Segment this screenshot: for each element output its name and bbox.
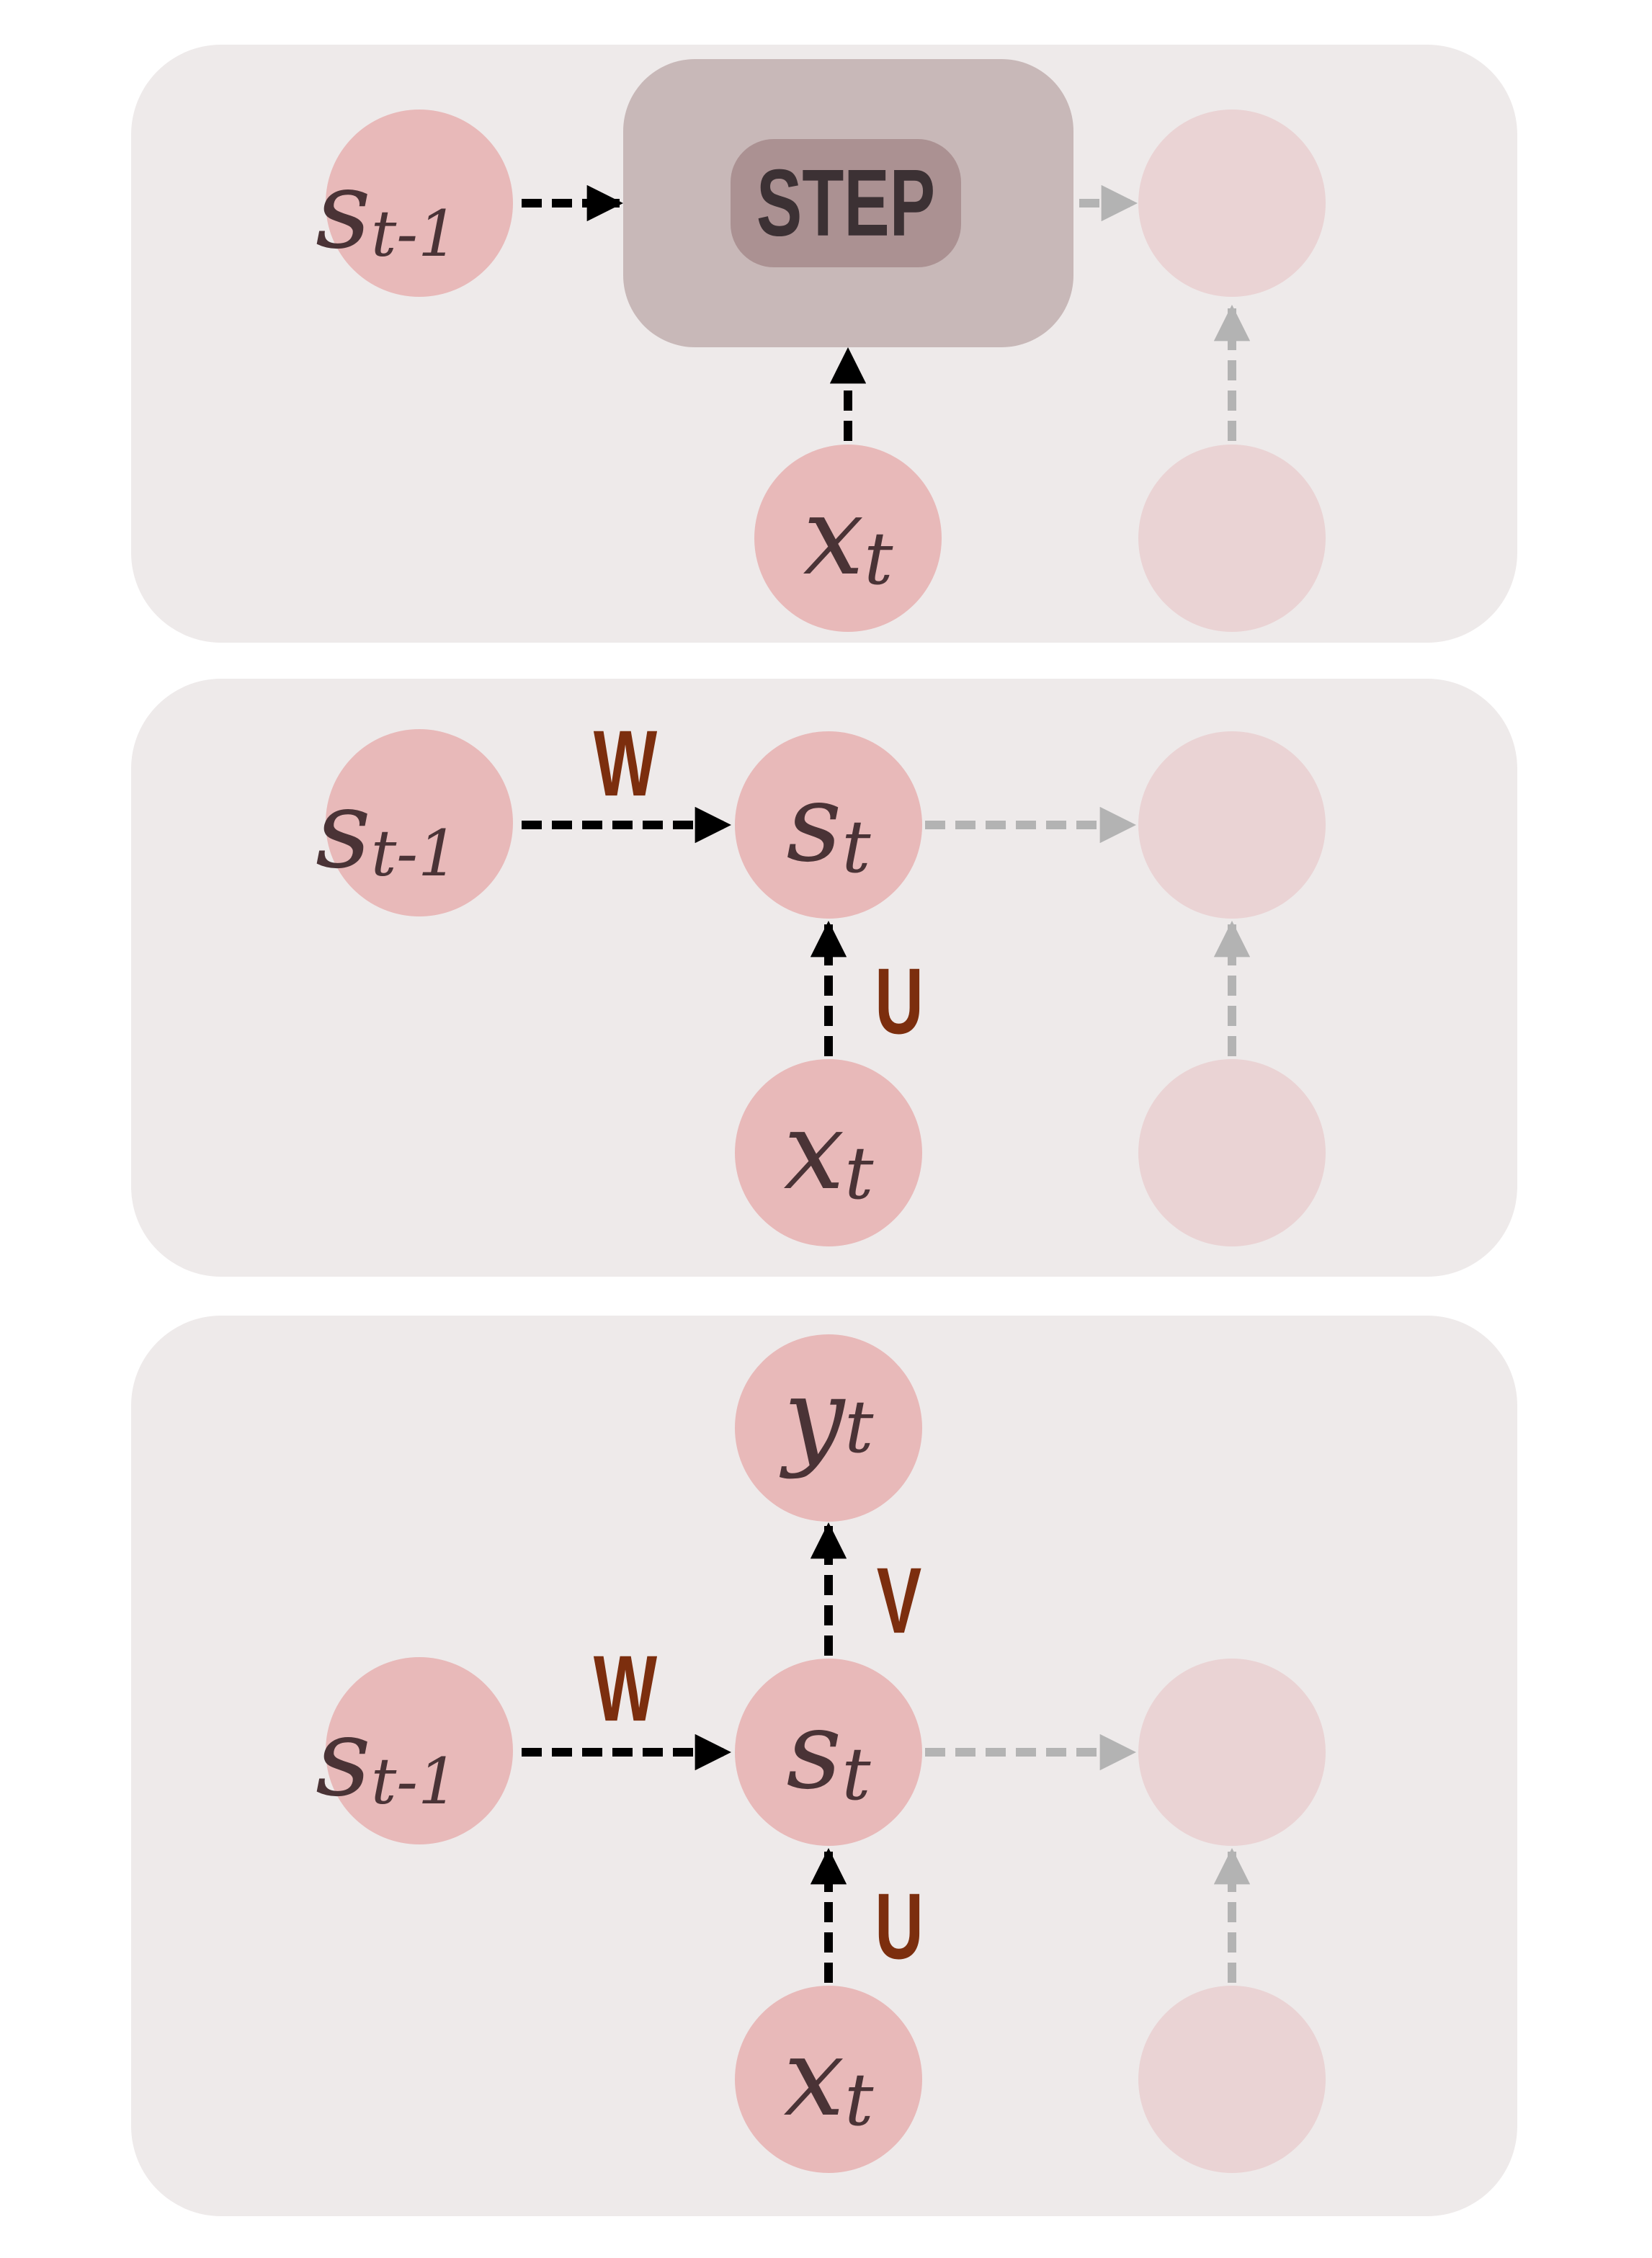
next-state-node-faded [1138, 1659, 1326, 1846]
output-sub: t [844, 1385, 874, 1469]
prev-state-sub: t-1 [371, 197, 458, 271]
prev-state-base: s [316, 767, 371, 893]
input-base: x [784, 1089, 845, 1214]
weight-label-u: U [875, 949, 924, 1054]
next-input-node-faded [1138, 445, 1326, 632]
output-node: yt [735, 1334, 922, 1522]
prev-state-sub: t-1 [371, 1744, 458, 1819]
prev-state-node: st-1 [316, 1657, 513, 1844]
state-sub: t [841, 805, 871, 889]
svg-text:st-1: st-1 [316, 148, 458, 273]
svg-text:st: st [786, 761, 871, 889]
svg-text:xt: xt [784, 2015, 875, 2142]
next-input-node-faded [1138, 1059, 1326, 1246]
prev-state-sub: t-1 [371, 816, 458, 891]
next-state-node-faded [1138, 731, 1326, 919]
prev-state-node: st-1 [316, 110, 513, 297]
panel-full-rnn-cell: yt st-1 st xt V W [131, 1316, 1517, 2216]
next-state-node-faded [1138, 110, 1326, 297]
panel-step-abstraction: STEP st-1 xt [131, 45, 1517, 643]
state-base: s [786, 1688, 841, 1813]
state-node: st [735, 1659, 922, 1846]
step-label: STEP [756, 151, 935, 256]
input-node: xt [735, 1986, 922, 2173]
svg-text:xt: xt [784, 1089, 875, 1215]
svg-text:st-1: st-1 [316, 767, 458, 893]
input-sub: t [844, 1131, 874, 1215]
weight-label-v: V [877, 1548, 921, 1654]
input-base: x [784, 2015, 845, 2141]
state-node: st [735, 731, 922, 919]
next-input-node-faded [1138, 1986, 1326, 2173]
weight-label-u: U [875, 1874, 924, 1979]
input-sub: t [844, 2058, 874, 2142]
panel-state-update: st-1 st xt W U [131, 679, 1517, 1277]
svg-text:yt: yt [780, 1355, 875, 1481]
step-pill [731, 139, 961, 267]
input-base: x [803, 474, 865, 599]
prev-state-node: st-1 [316, 729, 513, 916]
input-sub: t [864, 517, 893, 601]
weight-label-w: W [594, 1636, 657, 1741]
prev-state-base: s [316, 1695, 371, 1821]
weight-label-w: W [594, 711, 657, 816]
input-node: xt [754, 445, 942, 632]
state-sub: t [841, 1732, 871, 1816]
output-base: y [780, 1355, 847, 1481]
prev-state-base: s [316, 148, 371, 273]
svg-text:xt: xt [803, 474, 894, 601]
state-base: s [786, 761, 841, 886]
svg-text:st-1: st-1 [316, 1695, 458, 1821]
svg-text:st: st [786, 1688, 871, 1816]
input-node: xt [735, 1059, 922, 1246]
